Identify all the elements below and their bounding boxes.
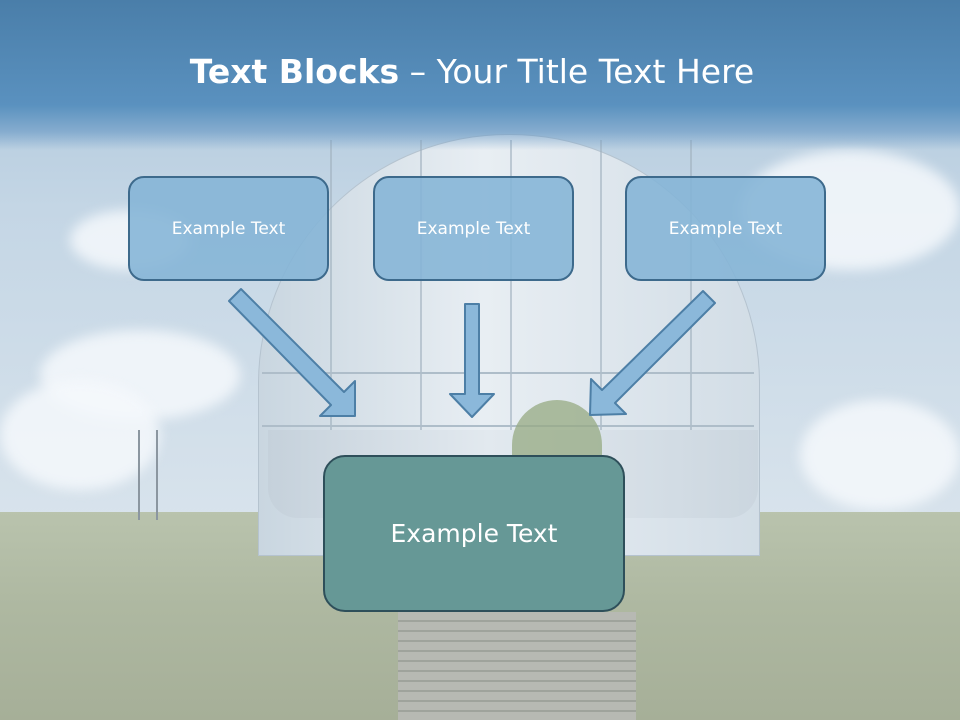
arrow-center (449, 303, 495, 418)
header-band (0, 0, 960, 150)
title-bold: Text Blocks (189, 52, 400, 91)
cloud (800, 400, 960, 510)
stairs (398, 612, 636, 720)
dome-rib (420, 140, 422, 430)
dome-band (262, 372, 754, 374)
text-block-2[interactable]: Example Text (373, 176, 574, 281)
arrow-left (228, 288, 356, 417)
dome-rib (510, 140, 512, 430)
dome-rib (690, 140, 692, 430)
radio-mast (138, 430, 158, 520)
arrow-right (589, 290, 716, 416)
text-block-1[interactable]: Example Text (128, 176, 329, 281)
dome-rib (330, 140, 332, 430)
slide-title: Text Blocks – Your Title Text Here (0, 52, 944, 91)
dome-rib (600, 140, 602, 430)
text-block-3[interactable]: Example Text (625, 176, 826, 281)
title-rest: Your Title Text Here (436, 52, 755, 91)
title-dash: – (399, 52, 437, 91)
dome-band (262, 425, 754, 427)
target-text-block[interactable]: Example Text (323, 455, 625, 612)
cloud (0, 380, 160, 490)
